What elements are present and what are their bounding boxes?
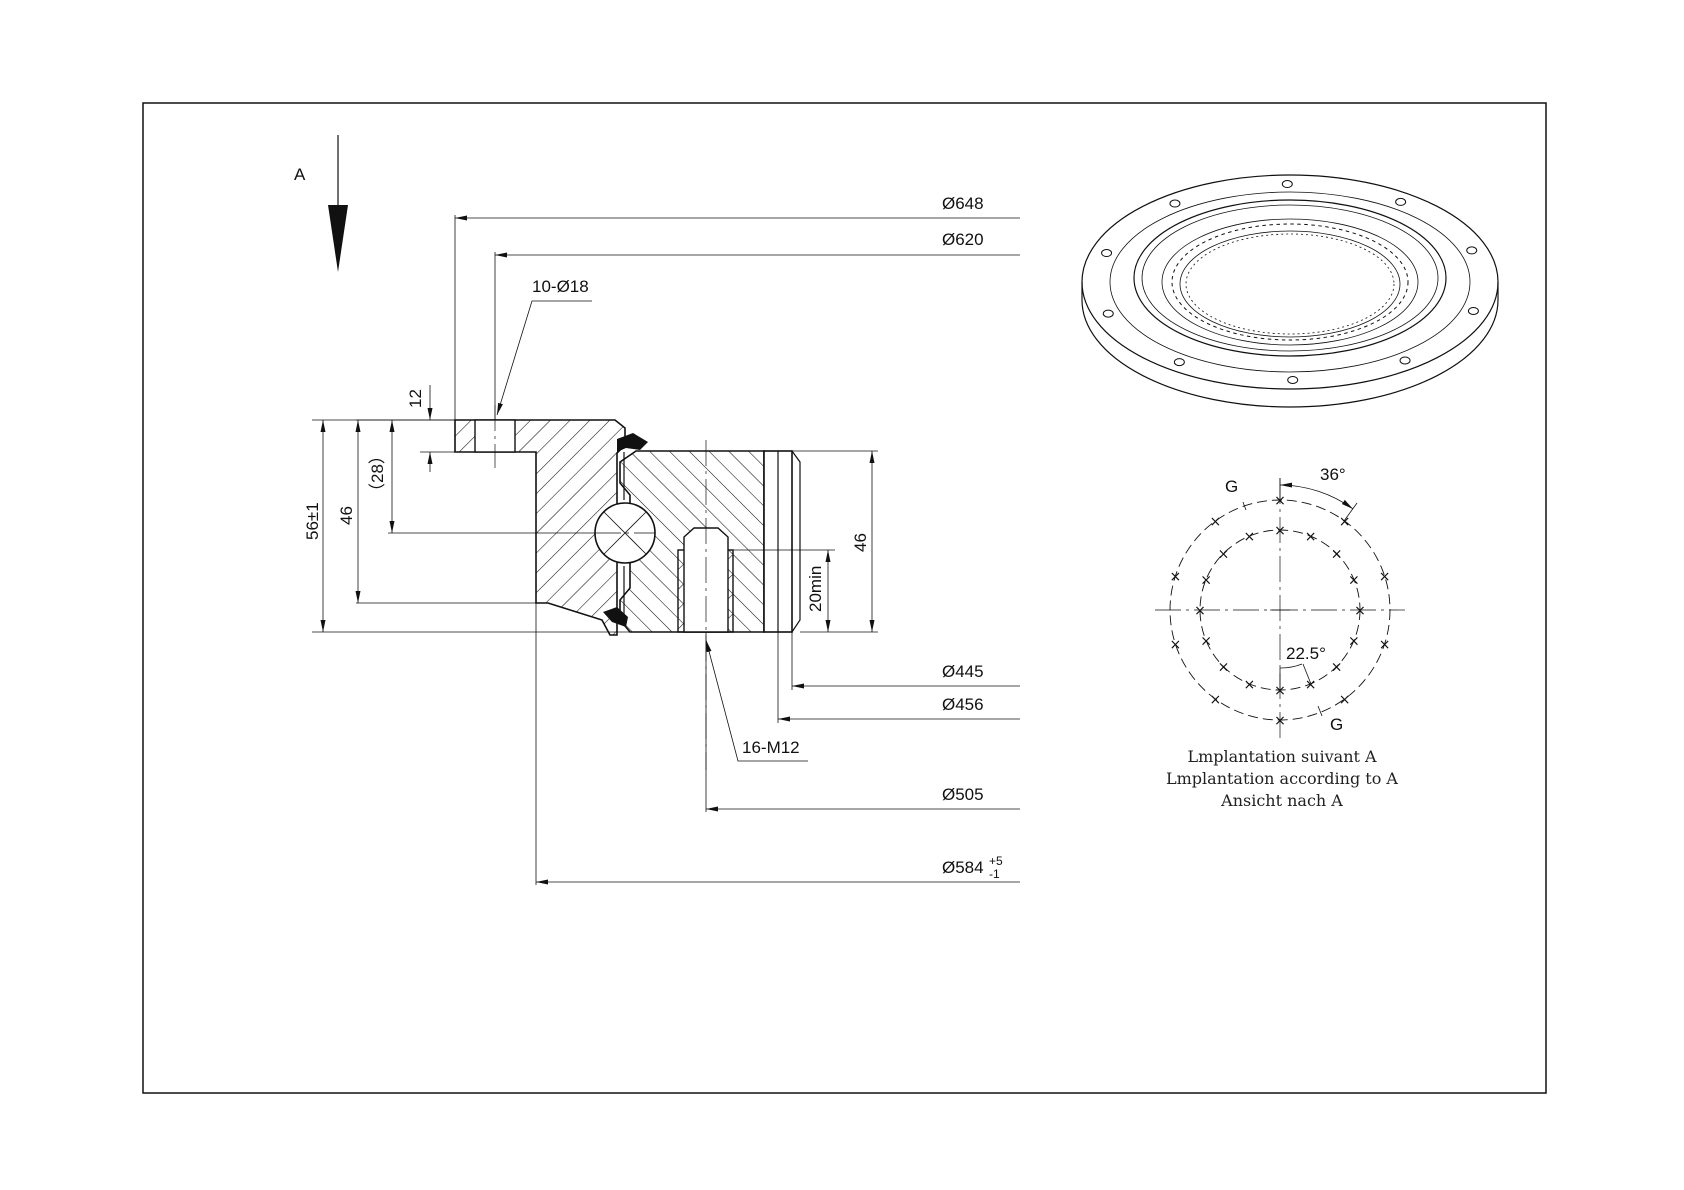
- layout-caption-fr: Lmplantation suivant A: [1187, 747, 1377, 766]
- hole-mark: ×: [1170, 637, 1182, 653]
- hole-mark: ×: [1274, 713, 1286, 729]
- svg-text:Ø456: Ø456: [942, 695, 984, 714]
- hole-mark: ×: [1170, 569, 1182, 585]
- hole-position-marks: ××××××××××××××××××××××××××: [1170, 493, 1391, 729]
- dim-h46-right: 46: [851, 451, 875, 632]
- svg-text:10-Ø18: 10-Ø18: [532, 277, 589, 296]
- dim-h20min: 20min: [806, 550, 831, 632]
- dim-h46-left: 46: [337, 420, 361, 603]
- hole-mark: ×: [1218, 546, 1230, 562]
- hole-mark: ×: [1348, 572, 1360, 588]
- dim-d445: Ø445: [792, 662, 1020, 689]
- flange-hole-mark: [1287, 375, 1299, 384]
- svg-text:46: 46: [337, 506, 356, 525]
- hole-mark: ×: [1274, 523, 1286, 539]
- svg-text:-1: -1: [989, 867, 1000, 881]
- hole-mark: ×: [1305, 529, 1317, 545]
- hole-mark: ×: [1200, 572, 1212, 588]
- bearing-cross-section: [312, 215, 878, 885]
- svg-text:20min: 20min: [806, 566, 825, 612]
- hole-mark: ×: [1244, 529, 1256, 545]
- dim-h56: 56±1: [303, 420, 326, 632]
- flange-hole-mark: [1281, 180, 1293, 189]
- bearing-3d-render: [1081, 174, 1499, 408]
- view-arrow-a: A: [294, 135, 348, 272]
- svg-text:46: 46: [851, 533, 870, 552]
- flange-hole-mark: [1101, 249, 1113, 258]
- layout-angle-36: 36°: [1320, 465, 1346, 484]
- hole-mark: ×: [1331, 660, 1343, 676]
- svg-text:（28）: （28）: [368, 447, 387, 500]
- svg-text:Ø445: Ø445: [942, 662, 984, 681]
- hole-mark: ×: [1379, 569, 1391, 585]
- hole-mark: ×: [1209, 514, 1221, 530]
- hole-mark: ×: [1354, 603, 1366, 619]
- layout-g-bottom: G: [1330, 715, 1343, 734]
- outer-ring-section: [454, 419, 626, 636]
- svg-text:Ø584: Ø584: [942, 858, 984, 877]
- dim-h28: （28）: [368, 420, 395, 533]
- gear-teeth: [1171, 223, 1409, 341]
- layout-caption-en: Lmplantation according to A: [1166, 769, 1398, 788]
- flange-holes: [1101, 180, 1479, 384]
- hole-mark: ×: [1339, 514, 1351, 530]
- flange-hole-mark: [1102, 309, 1114, 318]
- svg-text:+5: +5: [989, 854, 1003, 868]
- flange-hole-mark: [1466, 246, 1478, 255]
- dim-d505: Ø505: [706, 785, 1020, 812]
- dim-threads-leader: 16-M12: [705, 639, 808, 762]
- layout-angle-22: 22.5°: [1286, 644, 1326, 663]
- hole-mark: ×: [1331, 546, 1343, 562]
- hole-mark: ×: [1244, 677, 1256, 693]
- svg-text:16-M12: 16-M12: [742, 738, 800, 757]
- top-seal: [617, 433, 648, 452]
- dim-holes-leader: 10-Ø18: [496, 277, 592, 416]
- hole-mark: ×: [1274, 683, 1286, 699]
- flange-hole-mark: [1173, 358, 1185, 367]
- dim-h12: 12: [406, 385, 433, 472]
- layout-caption-de: Ansicht nach A: [1220, 791, 1343, 810]
- hole-mark: ×: [1379, 637, 1391, 653]
- svg-text:12: 12: [406, 389, 425, 408]
- bottom-seal: [603, 607, 628, 627]
- hole-mark: ×: [1218, 660, 1230, 676]
- svg-text:56±1: 56±1: [303, 502, 322, 540]
- dim-d648: Ø648: [455, 194, 1020, 221]
- svg-text:Ø620: Ø620: [942, 230, 984, 249]
- hole-mark: ×: [1200, 634, 1212, 650]
- flange-hole-mark: [1467, 306, 1479, 315]
- svg-text:Ø505: Ø505: [942, 785, 984, 804]
- svg-text:Ø648: Ø648: [942, 194, 984, 213]
- dim-d620: Ø620: [495, 230, 1020, 258]
- drawing-border: [142, 102, 1547, 1094]
- hole-mark: ×: [1305, 677, 1317, 693]
- view-label-a: A: [294, 165, 306, 184]
- flange-hole-mark: [1169, 199, 1181, 208]
- flange-hole-mark: [1399, 356, 1411, 365]
- hole-mark: ×: [1348, 634, 1360, 650]
- hole-mark: ×: [1209, 692, 1221, 708]
- hole-mark: ×: [1194, 603, 1206, 619]
- dim-d584: Ø584 +5 -1: [536, 854, 1020, 885]
- flange-hole-mark: [1395, 197, 1407, 206]
- layout-g-top: G: [1225, 477, 1238, 496]
- dim-d456: Ø456: [778, 695, 1020, 722]
- layout-view-a: ×××××××××××××××××××××××××× G 36° 22.5° G…: [1155, 465, 1405, 810]
- hole-mark: ×: [1339, 692, 1351, 708]
